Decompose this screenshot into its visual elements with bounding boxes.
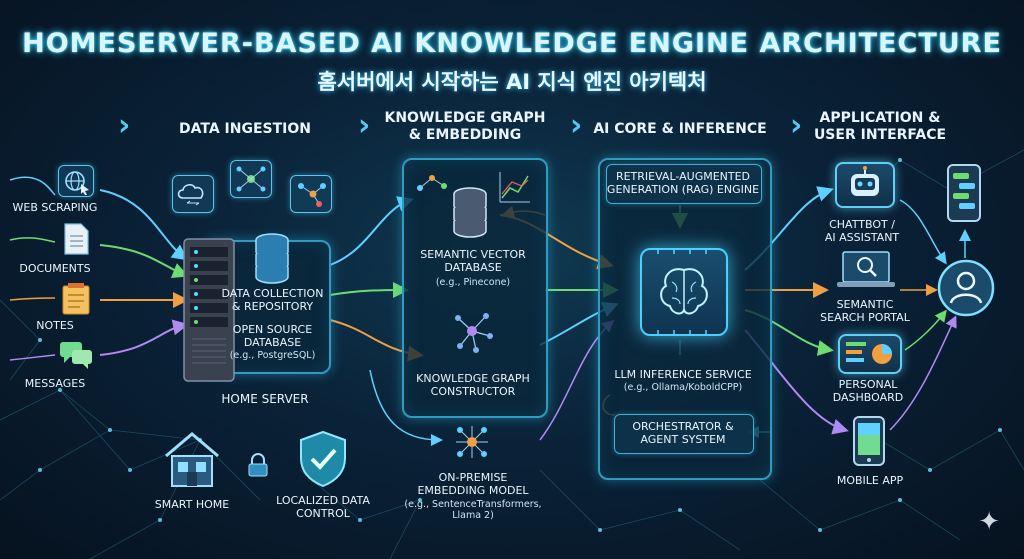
chevron-right-icon: › <box>790 108 803 143</box>
globe-cursor-icon <box>65 171 89 195</box>
orchestrator-box <box>614 414 754 454</box>
network-tile <box>290 175 332 213</box>
user-icon[interactable] <box>936 258 996 318</box>
house-icon <box>160 428 224 490</box>
page-title: HOMESERVER-BASED AI KNOWLEDGE ENGINE ARC… <box>22 28 1002 59</box>
orchestrator-label: ORCHESTRATOR &AGENT SYSTEM <box>632 420 734 446</box>
chevron-right-icon: › <box>570 108 583 143</box>
chart-icon <box>496 168 534 206</box>
smartphone-icon[interactable] <box>946 163 982 223</box>
embedding-icon <box>452 422 492 462</box>
db-example: (e.g., PostgreSQL) <box>229 350 316 361</box>
rag-engine-box <box>606 164 762 204</box>
chevron-right-icon: › <box>358 108 371 143</box>
source-web-label: WEB SCRAPING <box>12 201 98 214</box>
stage-app: APPLICATION &USER INTERFACE <box>813 110 947 143</box>
cloud-sync-icon <box>177 184 204 206</box>
network-icon <box>236 166 266 192</box>
chevron-right-icon: › <box>118 108 131 143</box>
source-notes-label: NOTES <box>36 319 74 332</box>
sparkle-icon: ✦ <box>978 507 1000 537</box>
stage-graph: KNOWLEDGE GRAPH& EMBEDDING <box>384 110 546 143</box>
brain-chip-icon <box>657 244 708 340</box>
dashboard-monitor-icon <box>846 342 892 364</box>
page-subtitle: 홈서버에서 시작하는 AI 지식 엔진 아키텍처 <box>317 70 707 94</box>
vector-db-example: (e.g., Pinecone) <box>435 277 511 288</box>
chatbot-label: CHATTBOT /AI ASSISTANT <box>824 218 900 244</box>
database-icon <box>450 186 490 238</box>
llm-service-example: (e.g., Ollama/KoboldCPP) <box>623 382 743 393</box>
shield-check-icon <box>295 428 351 490</box>
messages-icon <box>58 340 94 370</box>
home-server-label: HOME SERVER <box>221 392 309 406</box>
database-icon <box>252 232 292 284</box>
source-messages-label: MESSAGES <box>24 377 86 390</box>
network-tile <box>230 160 272 198</box>
embedding-example: (e.g., SentenceTransformers,Llama 2) <box>404 499 542 521</box>
cloud-sync-tile <box>172 175 214 213</box>
server-icon <box>182 235 236 385</box>
chatbot-tile[interactable] <box>835 162 895 208</box>
source-docs-label: DOCUMENTS <box>19 262 91 275</box>
smartphone-icon[interactable] <box>852 415 886 467</box>
network-icon <box>414 168 450 196</box>
collection-label: DATA COLLECTION& REPOSITORY <box>221 287 324 313</box>
notes-icon <box>60 282 92 316</box>
robot-icon <box>851 166 879 196</box>
network-icon <box>298 183 326 207</box>
dashboard-tile[interactable] <box>838 334 902 374</box>
mobile-app-label: MOBILE APP <box>836 474 904 487</box>
stage-core: AI CORE & INFERENCE <box>593 121 767 137</box>
stage-ingestion: DATA INGESTION <box>179 121 311 137</box>
web-scraping-tile <box>58 165 94 197</box>
padlock-icon <box>246 452 270 478</box>
knowledge-graph-icon <box>450 308 494 354</box>
llm-service-label: LLM INFERENCE SERVICE <box>614 368 752 381</box>
brain-chip <box>640 244 728 340</box>
smart-home-label: SMART HOME <box>154 498 230 511</box>
laptop-search-icon[interactable] <box>835 250 897 290</box>
document-icon <box>62 222 90 256</box>
